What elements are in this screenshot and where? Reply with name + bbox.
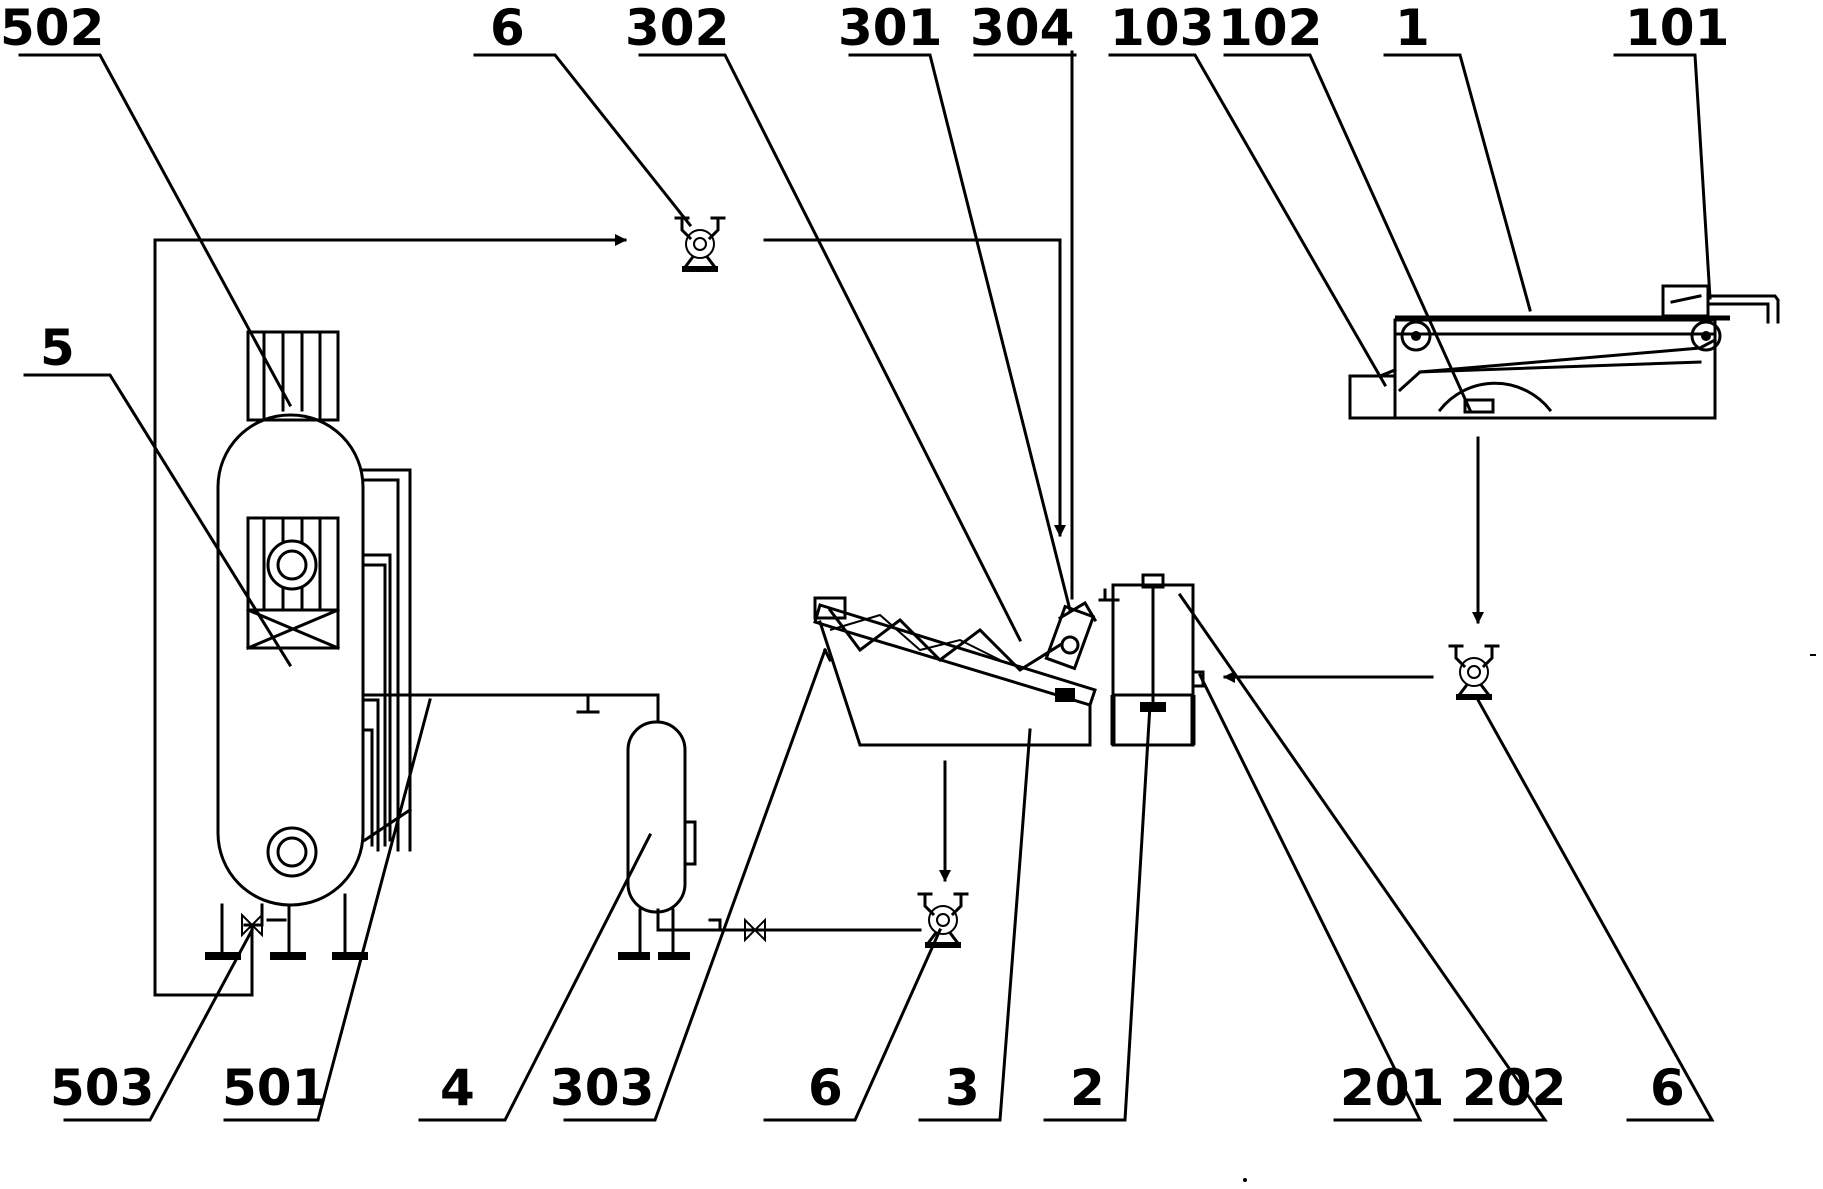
mixing-tank <box>1098 573 1205 747</box>
label-4: 4 <box>440 1059 475 1117</box>
belt-filter-unit <box>1348 284 1780 420</box>
label-201: 201 <box>1340 1059 1444 1117</box>
label-103: 103 <box>1110 0 1214 57</box>
label-101: 101 <box>1625 0 1729 57</box>
label-502: 502 <box>0 0 104 57</box>
reference-labels: 502 6 302 301 304 103 102 1 101 5 503 50… <box>0 0 1729 1117</box>
pump-icon <box>917 892 969 950</box>
label-6-mid: 6 <box>808 1059 843 1117</box>
label-303: 303 <box>550 1059 654 1117</box>
label-1: 1 <box>1395 0 1430 57</box>
label-501: 501 <box>222 1059 326 1117</box>
piping <box>153 50 1484 997</box>
label-302: 302 <box>625 0 729 57</box>
label-2: 2 <box>1070 1059 1105 1117</box>
label-202: 202 <box>1462 1059 1566 1117</box>
screw-conveyor-separator <box>813 596 1098 747</box>
leader-lines <box>18 53 1715 1122</box>
pump-icon <box>1448 644 1500 702</box>
label-3: 3 <box>945 1059 980 1117</box>
label-6-right: 6 <box>1650 1059 1685 1117</box>
label-301: 301 <box>838 0 942 57</box>
large-column <box>205 330 413 960</box>
label-6-top: 6 <box>490 0 525 57</box>
label-503: 503 <box>50 1059 154 1117</box>
label-5: 5 <box>40 319 75 377</box>
label-102: 102 <box>1218 0 1322 57</box>
label-304: 304 <box>970 0 1074 57</box>
pump-icon <box>674 216 726 274</box>
